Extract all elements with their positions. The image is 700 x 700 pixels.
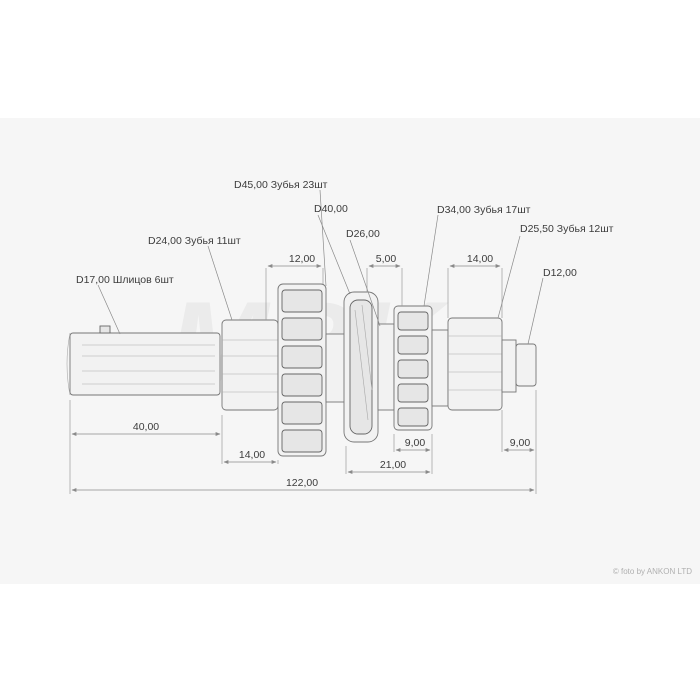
photo-credit: © foto by ANKON LTD xyxy=(612,567,692,576)
shaft-step xyxy=(325,333,347,403)
dim-overall-length: 122,00 xyxy=(286,477,318,489)
callout-collar-d40: D40,00 xyxy=(314,203,348,215)
dimension-lines xyxy=(71,264,535,492)
dim-gear255-width: 14,00 xyxy=(467,253,493,265)
callout-neck-d26: D26,00 xyxy=(346,228,380,240)
extension-lines xyxy=(69,268,537,494)
collar-d40 xyxy=(343,291,379,443)
spline-section xyxy=(66,325,221,396)
gear-shaft xyxy=(66,283,537,457)
callout-gear-d24: D24,00 Зубья 11шт xyxy=(148,235,241,247)
shaft-spacer xyxy=(431,329,449,407)
callout-gear-d45: D45,00 Зубья 23шт xyxy=(234,179,328,191)
gear-d45 xyxy=(277,283,327,457)
dimension-values: 12,00 5,00 14,00 40,00 14,00 9,00 21,00 … xyxy=(133,253,531,489)
dim-collar-to-gear34: 21,00 xyxy=(380,459,406,471)
callout-splines-d17: D17,00 Шлицов 6шт xyxy=(76,274,174,286)
dim-journal-length: 9,00 xyxy=(510,437,531,449)
callout-labels: D45,00 Зубья 23шт D40,00 D24,00 Зубья 11… xyxy=(76,179,614,286)
callout-journal-d12: D12,00 xyxy=(543,267,577,279)
gear-d25-5 xyxy=(447,317,503,411)
gear-d24 xyxy=(221,319,279,411)
leader-lines xyxy=(97,189,544,345)
dim-neck-width: 5,00 xyxy=(376,253,397,265)
dim-gear24-width: 14,00 xyxy=(239,449,265,461)
neck-d26 xyxy=(377,323,395,411)
dim-gear45-width: 12,00 xyxy=(289,253,315,265)
journal-d12 xyxy=(501,339,537,393)
callout-gear-d25-5: D25,50 Зубья 12шт xyxy=(520,223,614,235)
dim-gear34-width: 9,00 xyxy=(405,437,426,449)
gear-d34 xyxy=(393,305,433,431)
dim-spline-length: 40,00 xyxy=(133,421,159,433)
callout-gear-d34: D34,00 Зубья 17шт xyxy=(437,204,531,216)
